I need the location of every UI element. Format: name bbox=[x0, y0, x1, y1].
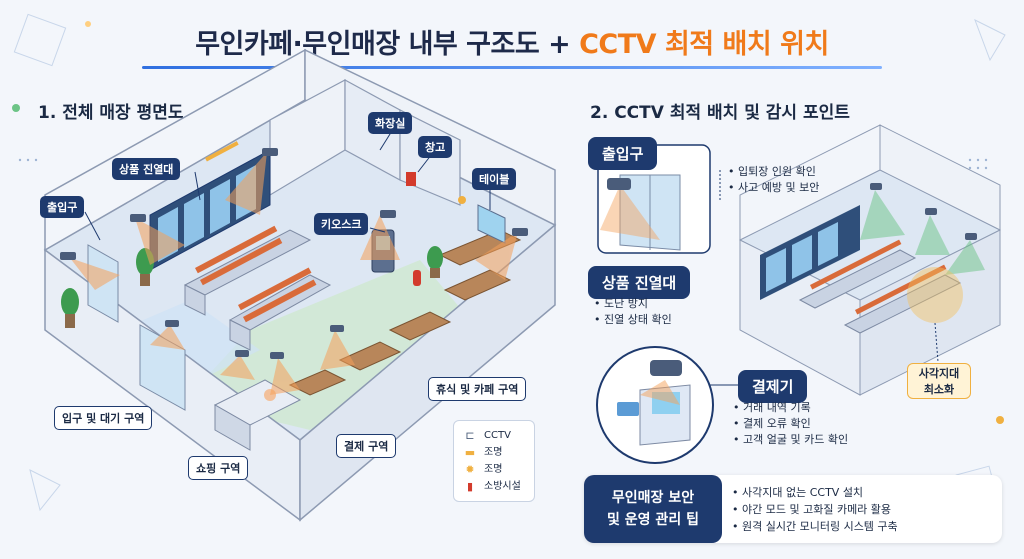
fire-extinguisher-icon: ▮ bbox=[466, 480, 474, 493]
label-kiosk: 키오스크 bbox=[314, 213, 369, 235]
label-rest-cafe: 휴식 및 카페 구역 bbox=[428, 377, 527, 401]
point-payment-item: 거래 내역 기록 bbox=[733, 400, 848, 416]
light-fixture-icon: ▬ bbox=[464, 446, 476, 459]
label-payment: 결제 구역 bbox=[336, 434, 397, 458]
title-underline bbox=[142, 66, 882, 69]
cctv-icon: ⊏ bbox=[465, 429, 475, 442]
tips-heading-line1: 무인매장 보안 bbox=[611, 490, 695, 506]
title-accent: CCTV 최적 배치 위치 bbox=[579, 29, 829, 60]
legend: ⊏ CCTV ▬ 조명 ✹ 조명 ▮ 소방시설 bbox=[453, 420, 535, 502]
store-back-wall-2 bbox=[879, 124, 1001, 231]
point-display-list: 도난 방지 진열 상태 확인 bbox=[594, 296, 672, 328]
title-plus: + bbox=[539, 29, 580, 60]
blind-spot-line1: 사각지대 bbox=[918, 367, 960, 380]
store-cctv-cones bbox=[860, 190, 985, 275]
light-fixtures bbox=[205, 141, 466, 204]
label-shopping: 쇼핑 구역 bbox=[188, 456, 249, 480]
bulb-icon: ✹ bbox=[465, 463, 475, 476]
tips-item: 원격 실시간 모니터링 시스템 구축 bbox=[732, 518, 898, 535]
title-main: 무인카페·무인매장 내부 구조도 bbox=[195, 29, 540, 60]
fire-extinguisher bbox=[413, 270, 421, 286]
blind-spot-circle bbox=[907, 267, 963, 323]
point-payment-item: 결제 오류 확인 bbox=[733, 416, 848, 432]
section2-title: 2. CCTV 최적 배치 및 감시 포인트 bbox=[590, 103, 850, 123]
point-entrance-list: 입퇴장 인원 확인 사고 예방 및 보안 bbox=[728, 164, 819, 196]
plants bbox=[61, 246, 443, 328]
point-payment-list: 거래 내역 기록 결제 오류 확인 고객 얼굴 및 카드 확인 bbox=[733, 400, 848, 448]
blind-spot-badge: 사각지대 최소화 bbox=[907, 363, 971, 399]
blue-zone bbox=[120, 300, 260, 380]
label-table: 테이블 bbox=[472, 168, 517, 190]
cafe-tables bbox=[288, 229, 522, 396]
point-payment-item: 고객 얼굴 및 카드 확인 bbox=[733, 432, 848, 448]
entrance-cctv-icon bbox=[607, 178, 631, 190]
cctv-units bbox=[60, 148, 528, 359]
tips-box: 무인매장 보안 및 운영 관리 팁 사각지대 없는 CCTV 설치 야간 모드 … bbox=[584, 475, 1002, 543]
storage-alarm bbox=[406, 172, 416, 186]
cctv-cones bbox=[70, 152, 518, 395]
point-entrance-item: 입퇴장 인원 확인 bbox=[728, 164, 819, 180]
legend-row: ✹ 조명 bbox=[462, 461, 526, 478]
payment-card bbox=[617, 402, 639, 416]
point-display-title: 상품 진열대 bbox=[588, 266, 691, 299]
legend-label: CCTV bbox=[484, 430, 511, 441]
store-shelf-2 bbox=[843, 274, 962, 334]
legend-row: ▬ 조명 bbox=[462, 444, 526, 461]
tips-list: 사각지대 없는 CCTV 설치 야간 모드 및 고화질 카메라 활용 원격 실시… bbox=[732, 484, 898, 535]
label-entrance: 출입구 bbox=[40, 196, 85, 218]
page-title: 무인카페·무인매장 내부 구조도 + CCTV 최적 배치 위치 bbox=[0, 22, 1024, 61]
tips-heading: 무인매장 보안 및 운영 관리 팁 bbox=[584, 475, 722, 543]
label-storage: 창고 bbox=[418, 136, 453, 158]
section1-title: 1. 전체 매장 평면도 bbox=[38, 103, 184, 123]
store-shelf-1 bbox=[798, 249, 917, 309]
tips-heading-line2: 및 운영 관리 팁 bbox=[607, 512, 699, 528]
legend-row: ▮ 소방시설 bbox=[462, 478, 526, 495]
point-display-item: 진열 상태 확인 bbox=[594, 312, 672, 328]
point-entrance-item: 사고 예방 및 보안 bbox=[728, 180, 819, 196]
wall-window bbox=[477, 204, 506, 244]
payment-cctv-icon bbox=[650, 360, 682, 376]
tips-item: 야간 모드 및 고화질 카메라 활용 bbox=[732, 501, 898, 518]
legend-label: 소방시설 bbox=[484, 481, 521, 492]
tips-item: 사각지대 없는 CCTV 설치 bbox=[732, 484, 898, 501]
point-display-item: 도난 방지 bbox=[594, 296, 672, 312]
label-entry-wait: 입구 및 대기 구역 bbox=[54, 406, 153, 430]
label-restroom: 화장실 bbox=[368, 112, 413, 134]
point-payment-title: 결제기 bbox=[738, 370, 808, 403]
label-display: 상품 진열대 bbox=[112, 158, 181, 180]
legend-label: 조명 bbox=[484, 447, 503, 458]
blind-spot-line2: 최소화 bbox=[923, 383, 955, 396]
legend-label: 조명 bbox=[484, 464, 503, 475]
point-entrance-title: 출입구 bbox=[588, 137, 658, 170]
legend-row: ⊏ CCTV bbox=[462, 427, 526, 444]
shelf-products bbox=[195, 225, 317, 323]
